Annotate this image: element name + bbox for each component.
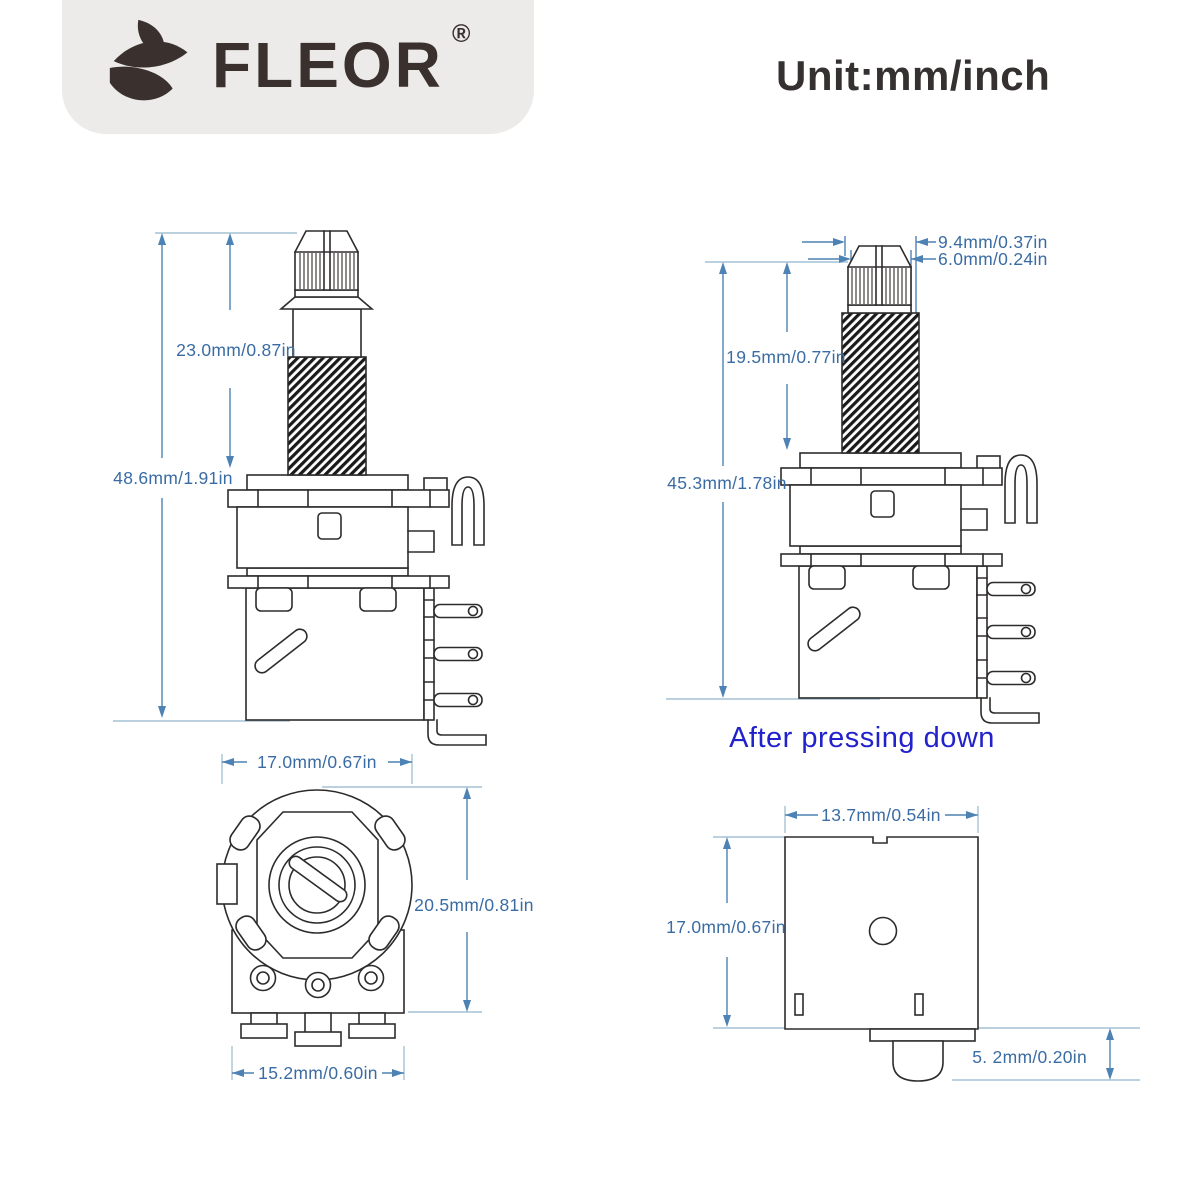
top-view-diagram: 17.0mm/0.67in 20.5mm/0.81in 15.2mm/0.60i… xyxy=(216,752,534,1083)
dim-shaft-height-label: 23.0mm/0.87in xyxy=(176,340,296,360)
dim-shaft-width-label: 6.0mm/0.24in xyxy=(938,249,1048,269)
dim-total-height-label: 48.6mm/1.91in xyxy=(113,468,233,488)
dim-pin-length-label: 5. 2mm/0.20in xyxy=(972,1047,1087,1067)
dim-knurl-width-label: 9.4mm/0.37in xyxy=(938,232,1048,252)
dim-lug-span-label: 15.2mm/0.60in xyxy=(258,1063,378,1083)
registered-trademark-icon: ® xyxy=(452,20,471,48)
side-view-diagram: 23.0mm/0.87in 48.6mm/1.91in xyxy=(113,230,487,746)
unit-label: Unit:mm/inch xyxy=(776,52,1051,99)
potentiometer-top-drawing xyxy=(216,789,413,1047)
pressed-view-diagram: 9.4mm/0.37in 6.0mm/0.24in 19.5mm/0.77in … xyxy=(666,232,1048,754)
dim-shaft-height-label: 19.5mm/0.77in xyxy=(726,347,846,367)
pressed-caption: After pressing down xyxy=(729,722,995,754)
dim-body-width-label: 17.0mm/0.67in xyxy=(257,752,377,772)
dim-body-width-label: 13.7mm/0.54in xyxy=(821,805,941,825)
switch-bottom-drawing xyxy=(784,836,979,1082)
dim-body-height-label: 20.5mm/0.81in xyxy=(414,895,534,915)
leaf-icon xyxy=(109,19,188,101)
bottom-view-diagram: 13.7mm/0.54in 17.0mm/0.67in 5. 2mm/0.20i… xyxy=(666,805,1140,1082)
dim-body-height-label: 17.0mm/0.67in xyxy=(666,917,786,937)
potentiometer-side-drawing xyxy=(227,230,487,746)
brand-wordmark: FLEOR xyxy=(212,29,444,101)
potentiometer-pressed-drawing xyxy=(780,245,1040,724)
dim-total-height-label: 45.3mm/1.78in xyxy=(667,473,787,493)
